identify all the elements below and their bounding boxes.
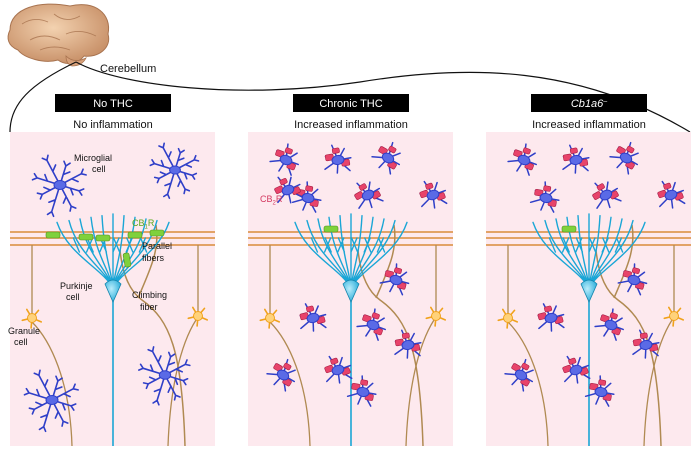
granule-axon bbox=[507, 245, 549, 447]
cb1-receptors bbox=[561, 225, 577, 233]
panel-subtitle: Increased inflammation bbox=[532, 119, 646, 131]
microglial-label: cell bbox=[92, 164, 106, 174]
activated-microglial-cell bbox=[269, 143, 299, 176]
activated-microglial-cell bbox=[504, 358, 534, 392]
climbing-fiber-label: Climbing bbox=[132, 290, 167, 300]
activated-microglial-cell bbox=[592, 181, 622, 209]
activated-microglial-cell bbox=[266, 358, 296, 392]
granule-label: Granule bbox=[8, 326, 40, 336]
cb1-receptors bbox=[45, 231, 143, 268]
cb1r-legend-swatch bbox=[149, 229, 165, 237]
activated-microglial-cell bbox=[324, 144, 352, 174]
granule-axon bbox=[405, 245, 437, 447]
activated-microglial-cell bbox=[371, 141, 401, 175]
activated-microglial-cell bbox=[562, 355, 591, 384]
cb1r-label: CB1R bbox=[132, 218, 155, 231]
microglial-cell bbox=[23, 369, 79, 433]
activated-microglial-cell bbox=[346, 375, 377, 407]
panel-title-box bbox=[293, 94, 409, 112]
granule-axon bbox=[167, 245, 199, 447]
activated-microglial-cell bbox=[354, 181, 384, 209]
panel-title: No THC bbox=[93, 98, 133, 110]
cerebellum-connector bbox=[9, 61, 691, 133]
cerebellum-label: Cerebellum bbox=[100, 63, 156, 75]
microglial-cell bbox=[31, 154, 87, 218]
purkinje-label: cell bbox=[66, 292, 80, 302]
panel-title-box bbox=[55, 94, 171, 112]
climbing-fiber bbox=[595, 224, 662, 447]
granule-cell bbox=[663, 306, 684, 327]
activated-microglial-cell bbox=[584, 375, 615, 407]
parallel-fibers-label: fibers bbox=[142, 253, 165, 263]
climbing-fiber-label: fiber bbox=[140, 302, 158, 312]
activated-microglial-cell bbox=[507, 143, 537, 176]
panel-3: Cb1a6– Increased inflammation bbox=[486, 94, 691, 447]
activated-microglial-cell bbox=[632, 329, 660, 359]
panel-subtitle: Increased inflammation bbox=[294, 119, 408, 131]
activated-microglial-cell bbox=[356, 308, 386, 341]
panel-title: Cb1a6– bbox=[571, 98, 607, 110]
granule-cell bbox=[259, 308, 280, 329]
panel-subtitle: No inflammation bbox=[73, 119, 152, 131]
activated-microglial-cell bbox=[537, 303, 565, 332]
parallel-fibers-label: Parallel bbox=[142, 241, 172, 251]
granule-cell bbox=[425, 306, 446, 327]
activated-microglial-cell bbox=[562, 144, 590, 174]
purkinje-label: Purkinje bbox=[60, 281, 93, 291]
activated-microglial-cell bbox=[529, 181, 560, 213]
granule-label: cell bbox=[14, 337, 28, 347]
activated-microglial-cell bbox=[379, 263, 410, 296]
granule-cell bbox=[497, 308, 518, 329]
panel-title-box bbox=[531, 94, 647, 112]
microglial-cell bbox=[138, 346, 191, 406]
granule-axon bbox=[643, 245, 675, 447]
activated-microglial-cell bbox=[419, 180, 448, 209]
cb1-receptors bbox=[323, 225, 339, 233]
activated-microglial-cell bbox=[609, 141, 639, 175]
activated-microglial-cell bbox=[394, 329, 422, 359]
brain-illustration bbox=[7, 3, 110, 67]
granule-cell bbox=[187, 306, 208, 327]
microglial-label: Microglial bbox=[74, 153, 112, 163]
granule-cell bbox=[21, 308, 42, 329]
activated-microglial-cell bbox=[299, 303, 327, 332]
granule-axon bbox=[269, 245, 311, 447]
purkinje-cell bbox=[294, 213, 408, 446]
microglial-cell bbox=[149, 142, 200, 199]
cb2r-label: CB2R bbox=[260, 194, 283, 207]
activated-microglial-cell bbox=[617, 263, 648, 296]
activated-microglial-cell bbox=[274, 176, 304, 204]
panel-title: Chronic THC bbox=[319, 98, 382, 110]
activated-microglial-cell bbox=[594, 308, 624, 341]
granule-axon bbox=[31, 245, 73, 447]
climbing-fiber bbox=[357, 224, 424, 447]
activated-microglial-cell bbox=[657, 180, 686, 209]
activated-microglial-cell bbox=[291, 181, 322, 213]
purkinje-cell bbox=[532, 213, 646, 446]
activated-microglial-cell bbox=[324, 355, 353, 384]
